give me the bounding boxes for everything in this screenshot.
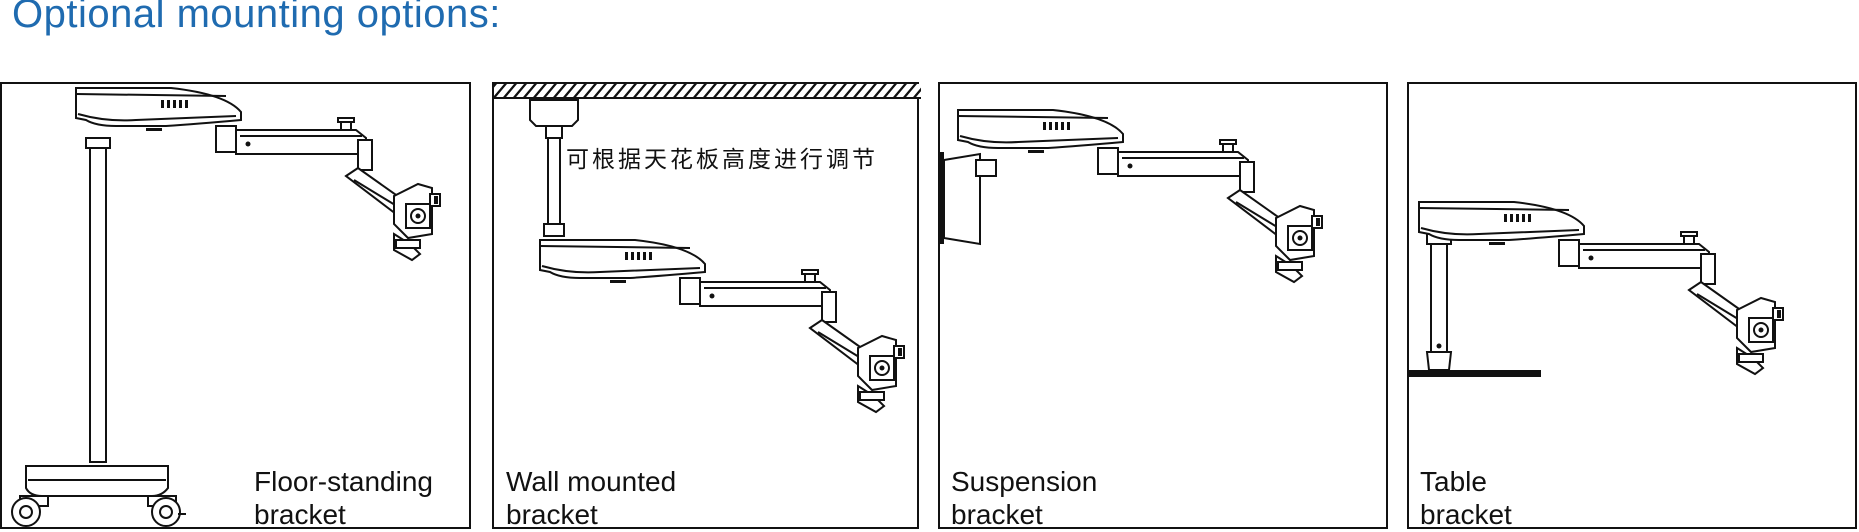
wall-mounted-illustration xyxy=(494,84,921,413)
page-title: Optional mounting options: xyxy=(12,0,501,36)
table-illustration xyxy=(1409,201,1784,377)
ceiling-height-note: 可根据天花板高度进行调节 xyxy=(566,147,878,173)
panel-floor-standing: Floor-standing bracket xyxy=(0,82,471,530)
caption-table: Table bracket xyxy=(1420,466,1512,530)
floor-standing-illustration xyxy=(11,87,441,527)
panel-suspension: Suspension bracket xyxy=(938,82,1388,530)
caption-floor-standing: Floor-standing bracket xyxy=(254,466,433,530)
panel-wall-mounted: 可根据天花板高度进行调节 Wall mounted bracket xyxy=(492,82,921,530)
panel-table: Table bracket xyxy=(1407,82,1857,530)
suspension-illustration xyxy=(940,109,1323,283)
caption-wall-mounted: Wall mounted bracket xyxy=(506,466,677,530)
caption-suspension: Suspension bracket xyxy=(951,466,1098,530)
